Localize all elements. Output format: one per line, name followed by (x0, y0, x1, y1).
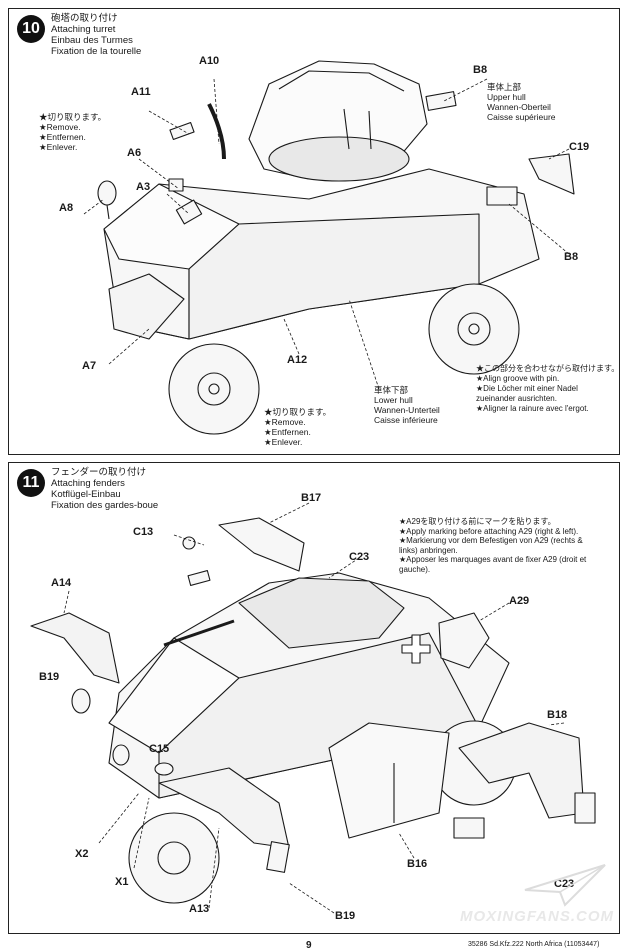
part-label-a8: A8 (59, 202, 74, 214)
note-line: Lower hull (374, 395, 413, 405)
note-line: gauche). (399, 564, 431, 574)
step-title-ja: 砲塔の取り付け (51, 13, 118, 24)
kit-code: 35286 Sd.Kfz.222 North Africa (11053447) (468, 941, 600, 948)
note-line: ★Remove. (39, 122, 81, 132)
paper-plane-logo-icon (524, 864, 606, 907)
part-label-a6: A6 (127, 147, 142, 159)
step-number-badge: 10 (17, 15, 45, 43)
part-label-x2: X2 (75, 848, 89, 860)
stowage-box-b16 (328, 722, 450, 839)
step-10-panel: 10 砲塔の取り付け Attaching turret Einbau des T… (8, 8, 620, 455)
part-label-b19-left: B19 (39, 671, 60, 683)
lower-hull-label: 車体下部 Lower hull Wannen-Unterteil Caisse … (374, 385, 440, 425)
part-label-a12: A12 (287, 354, 308, 366)
part-label-b17: B17 (301, 492, 322, 504)
note-line: ★Die Löcher mit einer Nadel (476, 384, 578, 393)
page-number: 9 (306, 940, 312, 951)
step-title: 砲塔の取り付け Attaching turret Einbau des Turm… (51, 13, 141, 57)
upper-hull-label: 車体上部 Upper hull Wannen-Oberteil Caisse s… (487, 82, 556, 122)
note-line: ★Remove. (264, 417, 306, 427)
note-line: 車体下部 (374, 385, 409, 395)
note-line: ★Enlever. (264, 437, 303, 447)
remove-note-top: ★切り取ります。 ★Remove. ★Entfernen. ★Enlever. (39, 112, 106, 152)
step-title-fr: Fixation des gardes-boue (51, 500, 159, 511)
note-line: ★Markierung vor dem Befestigen von A29 (… (399, 536, 583, 545)
part-label-b16: B16 (407, 858, 428, 870)
note-line: links) anbringen. (399, 545, 458, 555)
part-label-x1: X1 (115, 876, 129, 888)
part-label-b8-top: B8 (473, 64, 488, 76)
note-line: ★この部分を合わせながら取付けます。 (476, 364, 620, 373)
part-label-a3: A3 (136, 181, 151, 193)
note-line: 車体上部 (487, 82, 522, 92)
part-label-c15: C15 (149, 743, 170, 755)
step-title-de: Kotflügel-Einbau (51, 489, 121, 500)
part-label-a13: A13 (189, 903, 210, 915)
remove-note-bottom: ★切り取ります。 ★Remove. ★Entfernen. ★Enlever. (264, 407, 331, 447)
note-line: Caisse supérieure (487, 112, 556, 122)
note-line: ★切り取ります。 (39, 112, 107, 122)
note-line: ★A29を取り付ける前にマークを貼ります。 (399, 517, 556, 526)
step-title: フェンダーの取り付け Attaching fenders Kotflügel-E… (51, 467, 158, 511)
note-line: ★Enlever. (39, 142, 78, 152)
note-line: ★Entfernen. (264, 427, 311, 437)
part-label-a10: A10 (199, 55, 220, 67)
note-line: ★Apposer les marquages avant de fixer A2… (399, 555, 587, 564)
step-title-de: Einbau des Turmes (51, 35, 133, 46)
part-label-a14: A14 (51, 577, 72, 589)
turret-ring (268, 136, 410, 182)
note-line: zueinander ausrichten. (476, 394, 557, 403)
part-label-c13: C13 (133, 526, 154, 538)
step-title-en: Attaching fenders (51, 478, 125, 489)
step-title-en: Attaching turret (51, 24, 116, 35)
note-line: ★Entfernen. (39, 132, 86, 142)
note-line: Caisse inférieure (374, 415, 438, 425)
fender-assembly-drawing (30, 502, 596, 914)
part-label-b8-right: B8 (564, 251, 579, 263)
part-label-b19-bottom: B19 (335, 910, 356, 922)
part-label-c19: C19 (569, 141, 590, 153)
part-label-a7: A7 (82, 360, 97, 372)
step-title-ja: フェンダーの取り付け (51, 467, 147, 478)
step-title-fr: Fixation de la tourelle (51, 46, 142, 57)
align-note: ★この部分を合わせながら取付けます。 ★Align groove with pi… (476, 364, 619, 414)
note-line: Wannen-Oberteil (487, 102, 551, 112)
marking-note: ★A29を取り付ける前にマークを貼ります。 ★Apply marking bef… (399, 517, 586, 574)
step-number-badge: 11 (17, 469, 45, 497)
part-label-c23-top: C23 (349, 551, 370, 563)
note-line: ★Apply marking before attaching A29 (rig… (399, 526, 579, 536)
fender-a14 (30, 612, 120, 684)
note-line: Upper hull (487, 92, 526, 102)
page-footer: 9 35286 Sd.Kfz.222 North Africa (1105344… (0, 938, 626, 952)
fender-b18 (458, 722, 585, 819)
site-watermark: MOXINGFANS.COM (459, 908, 614, 925)
part-label-a29: A29 (509, 595, 530, 607)
part-label-a11: A11 (131, 86, 151, 98)
turret-assembly-drawing (83, 60, 575, 435)
note-line: ★切り取ります。 (264, 407, 332, 417)
step-11-panel: 11 フェンダーの取り付け Attaching fenders Kotflüge… (8, 462, 620, 934)
note-line: ★Aligner la rainure avec l'ergot. (476, 404, 589, 413)
note-line: ★Align groove with pin. (476, 374, 560, 383)
note-line: Wannen-Unterteil (374, 405, 440, 415)
part-label-b18: B18 (547, 709, 568, 721)
